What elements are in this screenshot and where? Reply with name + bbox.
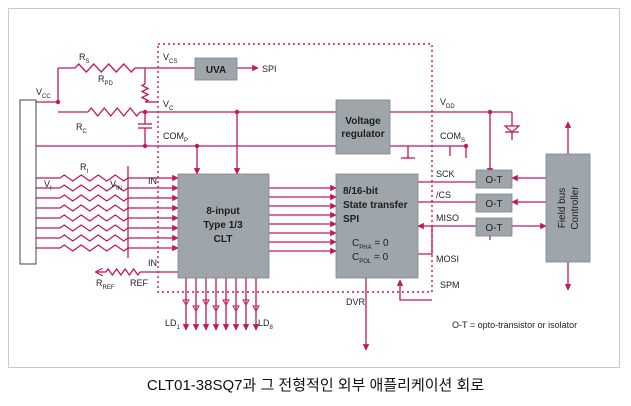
label-rc-subscript: C <box>83 129 88 135</box>
label-comp: COMP <box>163 131 188 144</box>
label-rc: RC <box>76 122 88 135</box>
label-vi: VI <box>44 179 52 192</box>
label-vreg-1: Voltage <box>345 116 381 127</box>
label-ld1: LD1 <box>165 318 181 331</box>
ot-block-1 <box>475 169 513 189</box>
vcc-junction <box>55 99 61 105</box>
label-ri: RI <box>80 162 89 175</box>
label-coms-subscript: S <box>461 138 465 144</box>
input-connector <box>19 99 37 265</box>
ic-boundary-dotted <box>157 43 433 293</box>
led-6 <box>232 305 240 312</box>
mosi-wire <box>418 240 433 255</box>
input-resistor-7 <box>59 234 129 242</box>
fieldbus-controller-block <box>545 153 591 263</box>
label-ot-1: O-T <box>485 175 502 186</box>
label-rs: RS <box>79 52 90 65</box>
uva-block <box>194 57 238 81</box>
label-in-top: IN <box>148 176 157 186</box>
label-vdd: VDD <box>440 97 455 110</box>
input-resistor-4 <box>59 204 129 212</box>
label-ri-subscript: I <box>87 169 89 175</box>
wires-layer <box>36 43 572 351</box>
ot-block-3 <box>475 217 513 237</box>
label-vin-subscript: IN <box>116 186 122 192</box>
label-vc-subscript: C <box>169 106 174 112</box>
label-vreg-2: regulator <box>341 129 384 140</box>
label-comp-subscript: P <box>184 138 188 144</box>
label-legend: O-T = opto-transistor or isolator <box>452 320 577 330</box>
input-resistor-3 <box>59 194 129 202</box>
label-spi-1: 8/16-bit <box>343 186 379 197</box>
label-cs: /CS <box>436 190 451 200</box>
clt-block <box>177 173 270 279</box>
rs-resistor <box>74 63 136 73</box>
label-fieldbus: Field bus <box>557 188 568 229</box>
led-3 <box>202 299 210 306</box>
label-clt-1: 8-input <box>206 206 240 217</box>
label-rref-subscript: REF <box>103 285 115 291</box>
label-vdd-subscript: DD <box>446 104 455 110</box>
label-miso: MISO <box>436 213 459 223</box>
comp-junction-2 <box>194 143 200 149</box>
led-8 <box>252 305 260 312</box>
rpd-resistor <box>140 83 150 103</box>
label-spi-out: SPI <box>262 64 277 74</box>
led-4 <box>212 305 220 312</box>
label-cpol-subscript: POL <box>359 259 372 265</box>
spi-block <box>335 173 419 279</box>
figure-caption: CLT01-38SQ7과 그 전형적인 외부 애플리케이션 회로 <box>146 377 485 394</box>
blocks-layer <box>19 57 591 279</box>
label-coms: COMS <box>440 131 465 144</box>
label-clt-3: CLT <box>214 234 233 245</box>
led-7 <box>242 299 250 306</box>
label-vcs-subscript: CS <box>169 59 177 65</box>
label-rref: RREF <box>96 278 115 291</box>
label-vcs: VCS <box>163 52 177 65</box>
label-ot-3: O-T <box>485 223 502 234</box>
label-vin: VIN <box>110 179 122 192</box>
label-ref: REF <box>130 278 149 288</box>
label-vcc-subscript: CC <box>42 94 51 100</box>
led-1 <box>182 299 190 306</box>
input-resistor-6 <box>59 224 129 232</box>
label-in-bottom: IN <box>148 258 157 268</box>
label-cpha-value: = 0 <box>372 238 389 249</box>
input-resistor-8 <box>59 244 129 252</box>
label-ld8: LD8 <box>258 318 274 331</box>
label-ld1-subscript: 1 <box>177 325 181 331</box>
input-resistor-2 <box>59 184 129 192</box>
label-spi-3: SPI <box>343 214 359 225</box>
label-controller: Controller <box>570 186 581 230</box>
label-spi-2: State transfer <box>343 200 408 211</box>
label-ot-2: O-T <box>485 199 502 210</box>
led-2 <box>192 305 200 312</box>
ot-block-2 <box>475 193 513 213</box>
label-vcc: VCC <box>36 87 51 100</box>
label-clt-2: Type 1/3 <box>203 220 243 231</box>
label-rs-subscript: S <box>86 59 90 65</box>
label-dvr: DVR <box>346 297 366 307</box>
label-vi-subscript: I <box>50 186 52 192</box>
label-sck: SCK <box>436 169 455 179</box>
spm-wire <box>399 292 432 301</box>
input-resistor-5 <box>59 214 129 222</box>
label-cpha-subscript: PHA <box>359 245 371 251</box>
rc-resistor <box>87 106 141 118</box>
label-cpol-value: = 0 <box>371 252 388 263</box>
label-spm: SPM <box>440 280 460 290</box>
label-vc: VC <box>163 99 174 112</box>
voltage-regulator-block <box>335 99 391 155</box>
label-rpd-subscript: PD <box>105 81 114 87</box>
input-resistor-1 <box>59 174 129 182</box>
label-ld8-subscript: 8 <box>270 325 274 331</box>
zener-diode <box>503 125 521 133</box>
label-mosi: MOSI <box>436 254 459 264</box>
led-5 <box>222 299 230 306</box>
rref-resistor <box>105 267 141 277</box>
label-rpd: RPD <box>98 74 114 87</box>
label-uva: UVA <box>206 65 226 76</box>
